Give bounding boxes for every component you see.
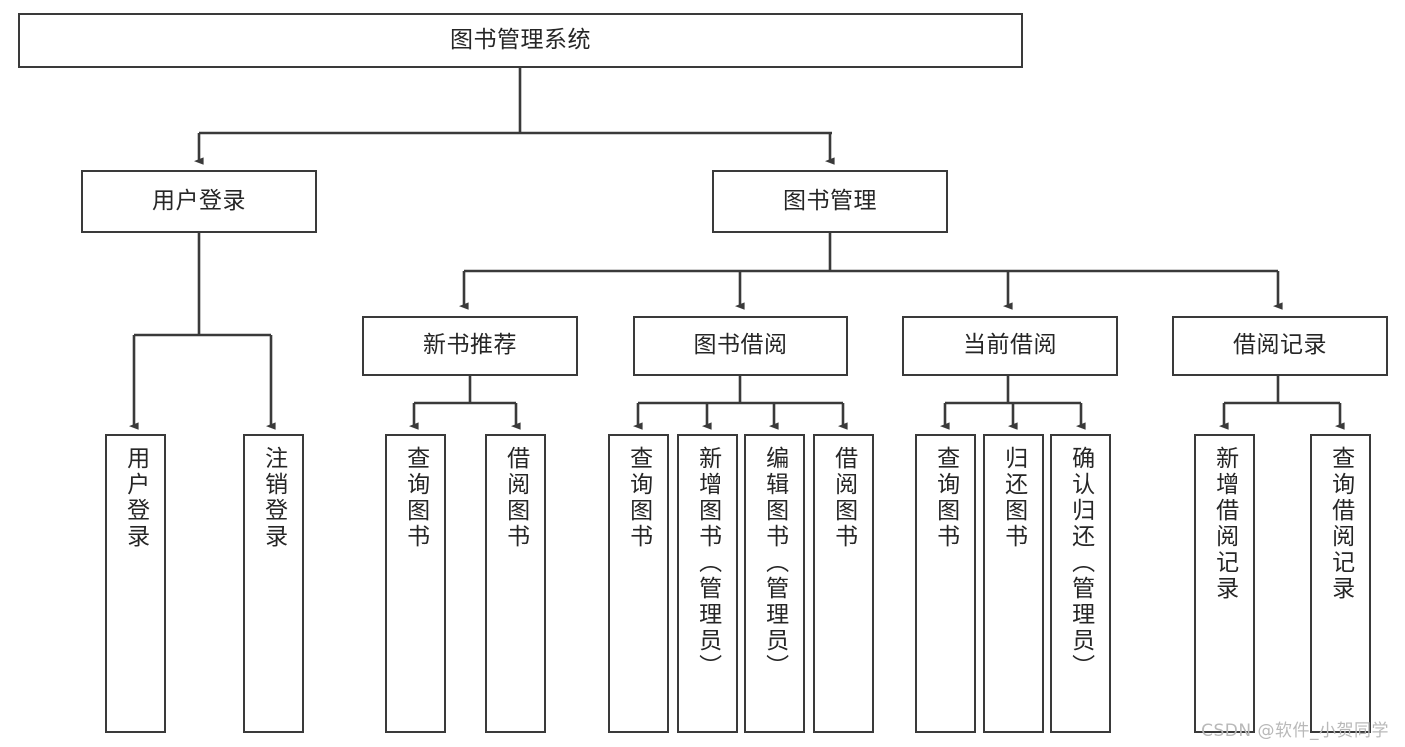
- node-leaf-query-book-2[interactable]: 查询图书: [608, 434, 669, 733]
- node-new-book-rec-label: 新书推荐: [423, 332, 517, 359]
- node-borrow-record[interactable]: 借阅记录: [1172, 316, 1388, 376]
- node-leaf-query-book-3-label: 查询图书: [932, 446, 959, 550]
- node-leaf-logout[interactable]: 注销登录: [243, 434, 304, 733]
- node-leaf-add-book-label: 新增图书（管理员）: [694, 446, 721, 680]
- node-user-login[interactable]: 用户登录: [81, 170, 317, 233]
- node-leaf-edit-book-label: 编辑图书（管理员）: [761, 446, 788, 680]
- node-leaf-add-record-label: 新增借阅记录: [1211, 446, 1238, 602]
- node-leaf-return-book-label: 归还图书: [1000, 446, 1027, 550]
- node-leaf-confirm-return[interactable]: 确认归还（管理员）: [1050, 434, 1111, 733]
- node-leaf-borrow-book-1[interactable]: 借阅图书: [485, 434, 546, 733]
- node-current-borrow[interactable]: 当前借阅: [902, 316, 1118, 376]
- node-leaf-query-record-label: 查询借阅记录: [1327, 446, 1354, 602]
- node-root-label: 图书管理系统: [450, 26, 591, 53]
- node-leaf-query-book-1-label: 查询图书: [402, 446, 429, 550]
- node-leaf-return-book[interactable]: 归还图书: [983, 434, 1044, 733]
- node-book-manage-label: 图书管理: [783, 187, 877, 214]
- node-book-borrow-label: 图书借阅: [693, 332, 788, 359]
- node-leaf-borrow-book-2-label: 借阅图书: [830, 446, 857, 550]
- node-leaf-borrow-book-2[interactable]: 借阅图书: [813, 434, 874, 733]
- node-root[interactable]: 图书管理系统: [18, 13, 1023, 68]
- node-leaf-confirm-return-label: 确认归还（管理员）: [1067, 446, 1094, 680]
- node-user-login-label: 用户登录: [152, 187, 246, 214]
- node-leaf-query-book-2-label: 查询图书: [625, 446, 652, 550]
- node-leaf-user-login-label: 用户登录: [122, 446, 149, 550]
- node-leaf-query-book-3[interactable]: 查询图书: [915, 434, 976, 733]
- node-borrow-record-label: 借阅记录: [1233, 332, 1327, 359]
- node-new-book-rec[interactable]: 新书推荐: [362, 316, 578, 376]
- watermark: CSDN @软件_小贺同学: [1201, 721, 1389, 741]
- node-current-borrow-label: 当前借阅: [963, 332, 1057, 359]
- node-leaf-logout-label: 注销登录: [260, 446, 287, 550]
- node-book-borrow[interactable]: 图书借阅: [633, 316, 848, 376]
- node-leaf-add-record[interactable]: 新增借阅记录: [1194, 434, 1255, 733]
- node-leaf-borrow-book-1-label: 借阅图书: [502, 446, 529, 550]
- node-leaf-query-record[interactable]: 查询借阅记录: [1310, 434, 1371, 733]
- node-leaf-user-login[interactable]: 用户登录: [105, 434, 166, 733]
- node-leaf-add-book[interactable]: 新增图书（管理员）: [677, 434, 738, 733]
- node-leaf-query-book-1[interactable]: 查询图书: [385, 434, 446, 733]
- node-leaf-edit-book[interactable]: 编辑图书（管理员）: [744, 434, 805, 733]
- node-book-manage[interactable]: 图书管理: [712, 170, 948, 233]
